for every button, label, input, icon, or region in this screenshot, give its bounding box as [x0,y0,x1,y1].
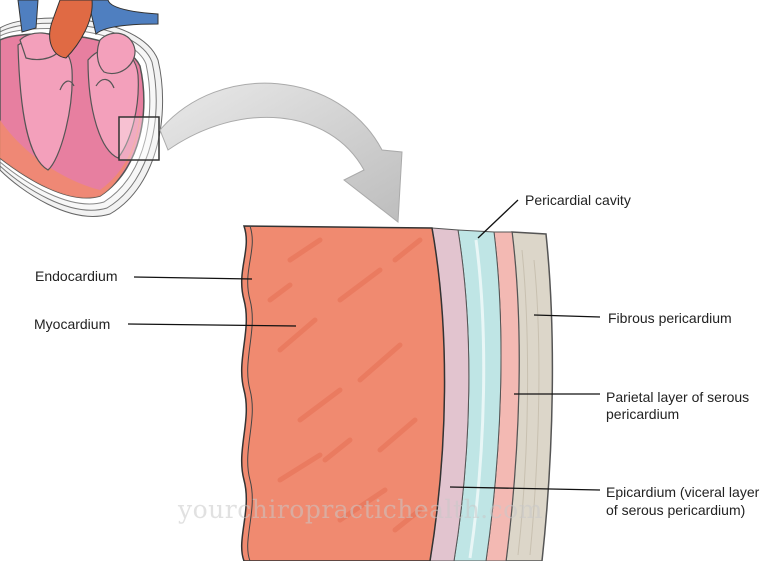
leader-lines [127,199,601,491]
label-fibrous-pericardium: Fibrous pericardium [608,310,732,326]
heart-illustration [0,0,164,217]
label-parietal-layer-line1: Parietal layer of serous [606,389,750,405]
myocardium-layer [240,225,446,561]
leader-pericardial-cavity [477,199,519,239]
label-parietal-layer-line2: pericardium [606,406,680,422]
zoom-box [118,116,160,161]
leader-epicardium [449,486,601,491]
label-epicardium-line2: of serous pericardium) [606,502,746,518]
leader-myocardium [127,323,297,327]
leader-fibrous-pericardium [533,314,601,318]
label-myocardium: Myocardium [34,316,111,332]
watermark: yourchiropractichealth.com [178,495,543,524]
label-pericardial-cavity: Pericardial cavity [525,192,631,208]
label-endocardium: Endocardium [35,268,118,284]
heart-wall-section [240,225,554,561]
label-epicardium-line1: Epicardium (viceral layer [606,484,760,500]
leader-endocardium [133,276,253,280]
zoom-arrow [159,82,403,223]
